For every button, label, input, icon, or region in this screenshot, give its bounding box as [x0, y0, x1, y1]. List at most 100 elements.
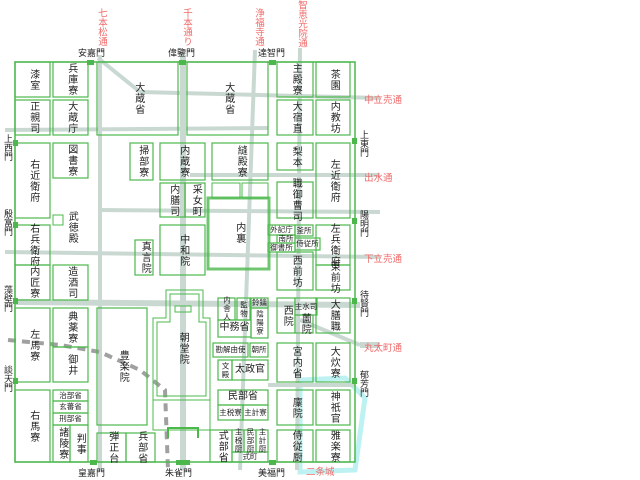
building-label: 梨本: [290, 145, 302, 168]
building-label: 主計厨: [257, 428, 267, 454]
building-outline: [52, 142, 89, 179]
gate-marker: [352, 298, 357, 304]
building-outline: [242, 404, 269, 421]
building-outline: [14, 142, 51, 219]
building-label: 内匠寮: [27, 266, 39, 299]
gate-label: 郁芳門: [358, 370, 368, 397]
building-outline: [52, 346, 89, 383]
building-outline: [315, 142, 351, 219]
building-outline: [186, 61, 269, 136]
street-label: 中立売通: [364, 95, 403, 106]
building-outline: [294, 224, 314, 237]
chodoin-gate: [174, 305, 192, 313]
building-label: 正親司: [27, 101, 39, 134]
building-label: 玄蕃省: [59, 402, 82, 412]
gate-label: 上西門: [2, 134, 12, 161]
building-label: 薗院: [299, 313, 311, 335]
building-outline: [134, 239, 154, 276]
gate-marker: [13, 140, 18, 146]
building-label: 中和院: [177, 233, 189, 267]
building-outline: [276, 61, 314, 98]
building-label: 廩院: [290, 396, 302, 419]
building-label: 民部省: [228, 391, 258, 403]
building-label: 主税厨: [233, 428, 243, 454]
gate-label: 皇嘉門: [78, 469, 106, 479]
street-label: 千本通り: [181, 8, 192, 46]
building-outline: [276, 251, 314, 291]
chodoin-south: [152, 399, 211, 431]
building-label: 采女町: [190, 183, 202, 217]
building-label: 大炊寮: [328, 346, 340, 379]
butokuden-square: [52, 214, 64, 226]
building-label: 治部省: [59, 390, 82, 400]
building-outline: [315, 342, 351, 383]
building-outline: [52, 264, 89, 301]
building-label: 東前坊: [328, 261, 340, 294]
gate-label: 藻壁門: [2, 285, 12, 312]
building-outline: [125, 432, 156, 463]
building-label: 主殿寮: [290, 63, 302, 96]
building-label: 釜所: [296, 225, 312, 235]
gate-marker: [352, 378, 357, 384]
street-label: 下立売通: [364, 254, 403, 265]
shujaku-inner-gate: [167, 427, 199, 438]
building-outline: [231, 451, 269, 463]
building-label: 諸陵寮: [56, 427, 68, 460]
building-label: 豊楽院: [117, 350, 129, 383]
gate-label: 陽明門: [358, 210, 368, 237]
building-outline: [52, 61, 89, 98]
building-label: 神祇官: [328, 391, 340, 424]
building-outline: [159, 142, 206, 181]
gate-marker: [352, 218, 357, 224]
building-outline: [276, 142, 314, 171]
gate-label: 美福門: [258, 469, 286, 479]
building-label: 雅楽寮: [328, 429, 340, 463]
building-label: 茶園: [328, 68, 340, 91]
building-label: 造酒司: [65, 266, 77, 299]
building-label: 掃部寮: [136, 145, 148, 178]
building-outline: [129, 142, 154, 181]
building-outline: [315, 297, 351, 334]
building-label: 内膳司: [167, 183, 179, 217]
building-label: 兵部省: [135, 431, 147, 464]
building-outline: [276, 389, 314, 426]
building-outline: [96, 61, 179, 136]
street-label: 二条城: [306, 467, 335, 478]
building-label: 外記庁: [270, 225, 293, 235]
gate-label: 達智門: [258, 49, 286, 59]
dashed-line: [7, 338, 170, 471]
building-outline: [294, 314, 314, 334]
gate-marker: [269, 460, 276, 465]
building-label: 判事: [74, 432, 86, 455]
dairi-block-2: [241, 182, 269, 199]
gate-label: 偉鑒門: [168, 49, 196, 59]
building-label: 漆室: [27, 68, 39, 91]
gate-label: 談天門: [2, 365, 12, 392]
building-label: 左馬寮: [27, 328, 39, 362]
building-label: 民部厨: [245, 428, 255, 454]
building-outline: [315, 429, 351, 463]
building-outline: [249, 342, 269, 358]
gate-label: 殷富門: [2, 209, 12, 236]
building-label: 縫殿寮: [235, 145, 247, 178]
building-label: 大蔵省: [132, 82, 144, 115]
gate-marker: [269, 60, 276, 65]
building-label: 主計寮: [244, 407, 267, 417]
building-label: 真言院: [139, 241, 151, 274]
street-label: 出水通: [364, 173, 393, 184]
building-label: 監物: [239, 300, 249, 318]
building-label: 左近衛府: [328, 158, 340, 203]
street-label: 智恵光院通: [296, 0, 307, 48]
gate-marker: [13, 378, 18, 384]
building-outline: [159, 224, 206, 276]
building-label: 侍従厨: [290, 429, 302, 463]
building-label: 典薬寮: [65, 311, 77, 344]
building-outline: [276, 181, 314, 219]
building-label: 宮内省: [290, 346, 302, 379]
building-label: 兵庫寮: [65, 63, 77, 96]
building-outline: [315, 389, 351, 426]
building-label: 大蔵省: [222, 82, 234, 115]
building-outline: [69, 424, 89, 463]
building-label: 弾正台: [106, 431, 118, 464]
